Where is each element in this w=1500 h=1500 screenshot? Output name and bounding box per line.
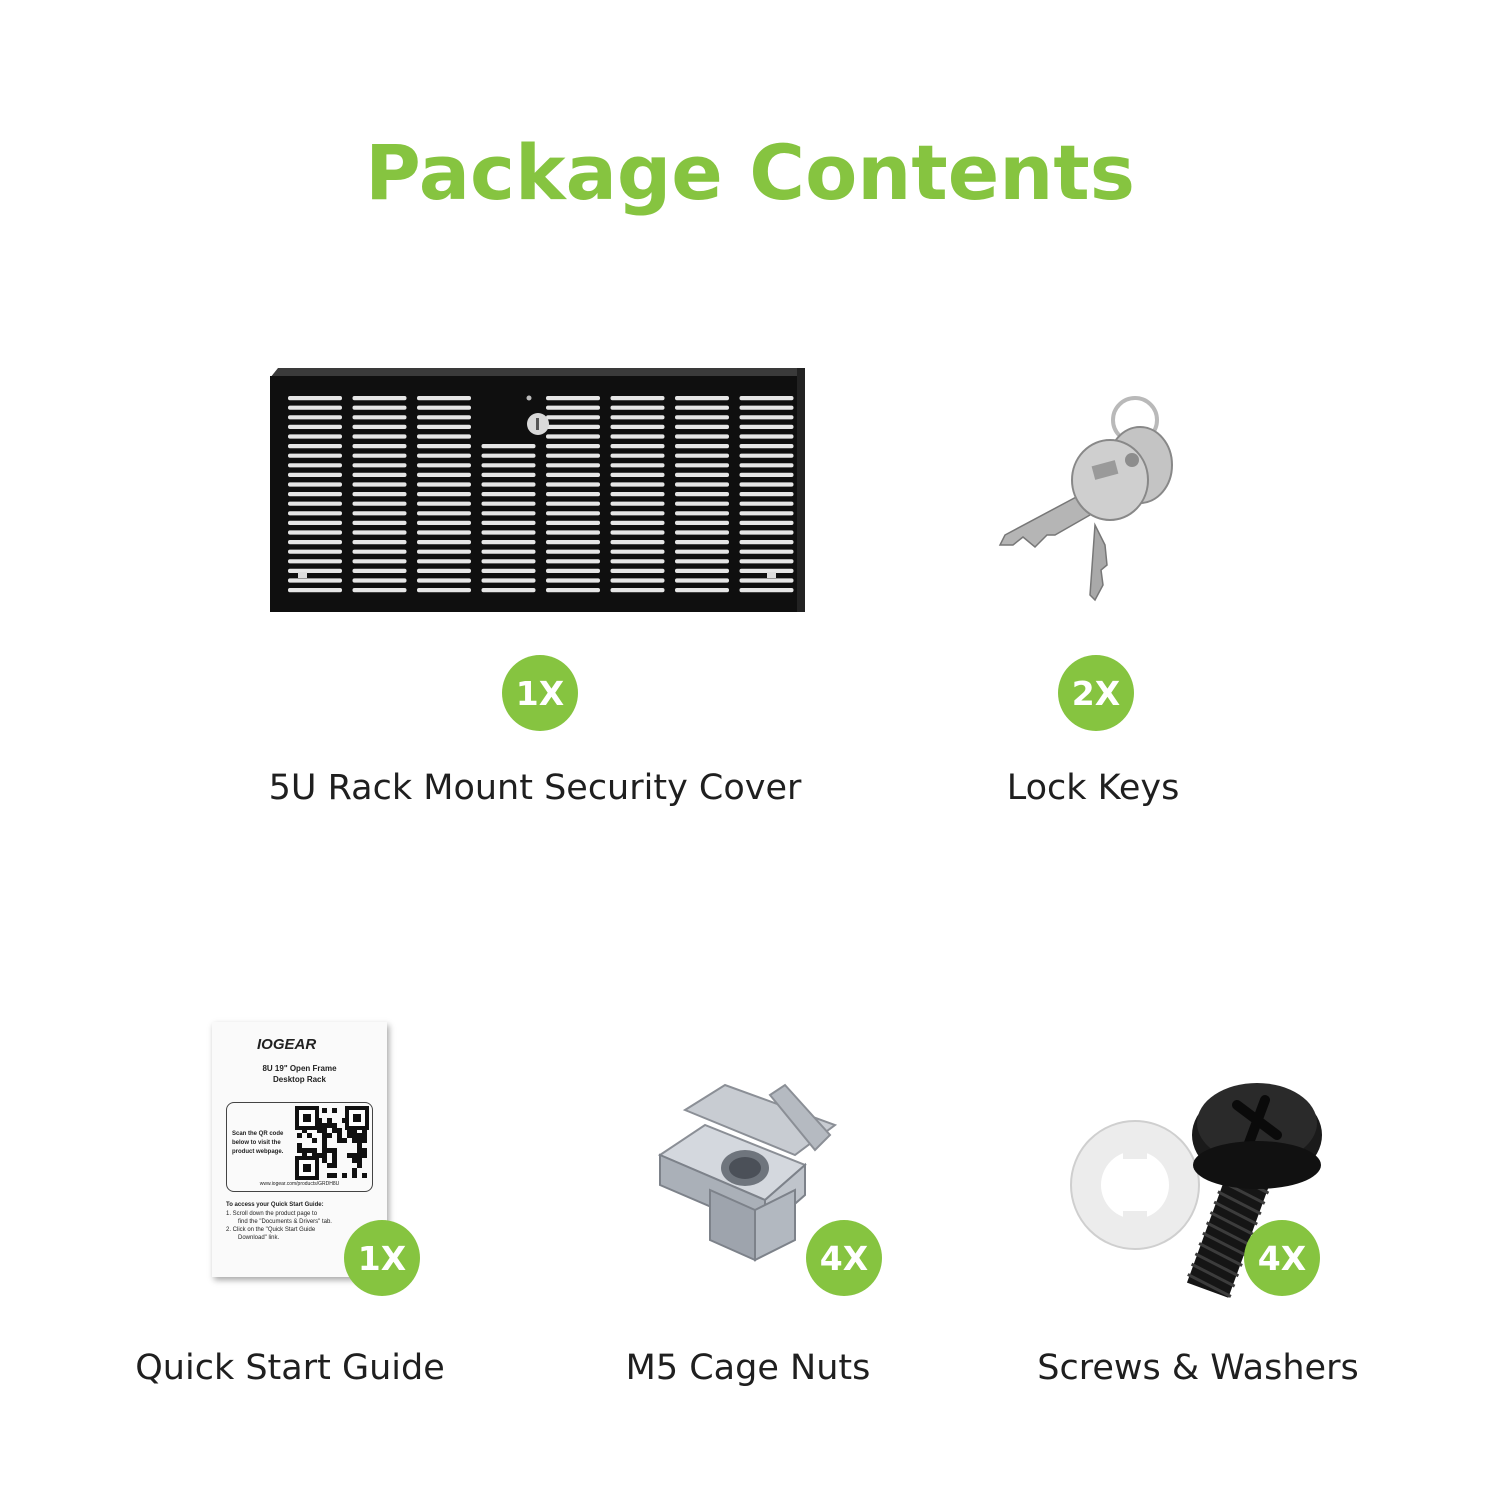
quantity-badge-quick-start-guide: 1X [344, 1220, 420, 1296]
item-label-screws-washers: Screws & Washers [1037, 1348, 1359, 1388]
lock-keys-icon [998, 396, 1173, 602]
guide-qr-text-2: below to visit the [232, 1140, 281, 1146]
quantity-badge-cage-nuts: 4X [806, 1220, 882, 1296]
guide-qr-text-1: Scan the QR code [232, 1131, 284, 1137]
guide-step1-line2: find the "Documents & Drivers" tab. [238, 1219, 332, 1225]
quick-start-guide-icon: IOGEAR 8U 19" Open Frame Desktop Rack Sc… [212, 1022, 387, 1277]
rack-cover-icon [270, 368, 805, 612]
guide-step1-line1: 1. Scroll down the product page to [226, 1211, 318, 1217]
cage-nut-icon [657, 1083, 838, 1262]
page-title: Package Contents [365, 128, 1135, 217]
guide-qr-text-3: product webpage. [232, 1149, 284, 1155]
guide-url: www.iogear.com/products/GRDH8U [259, 1181, 340, 1187]
guide-brand: IOGEAR [257, 1036, 317, 1053]
guide-qr-box: Scan the QR code below to visit the prod… [226, 1102, 373, 1192]
guide-product-title-2: Desktop Rack [273, 1075, 326, 1084]
qr-code-icon [295, 1106, 369, 1180]
item-label-lock-keys: Lock Keys [1006, 768, 1180, 808]
guide-step2-line1: 2. Click on the "Quick Start Guide [226, 1227, 316, 1233]
item-label-rack-cover: 5U Rack Mount Security Cover [268, 768, 802, 808]
quantity-badge-rack-cover: 1X [502, 655, 578, 731]
screw-washer-icon [1070, 1083, 1322, 1298]
guide-step2-line2: Download" link. [238, 1235, 280, 1241]
guide-product-title-1: 8U 19" Open Frame [262, 1064, 337, 1073]
item-label-cage-nuts: M5 Cage Nuts [625, 1348, 871, 1388]
item-label-quick-start-guide: Quick Start Guide [135, 1348, 445, 1388]
quantity-badge-screws-washers: 4X [1244, 1220, 1320, 1296]
guide-access-heading: To access your Quick Start Guide: [226, 1202, 324, 1208]
quantity-badge-lock-keys: 2X [1058, 655, 1134, 731]
